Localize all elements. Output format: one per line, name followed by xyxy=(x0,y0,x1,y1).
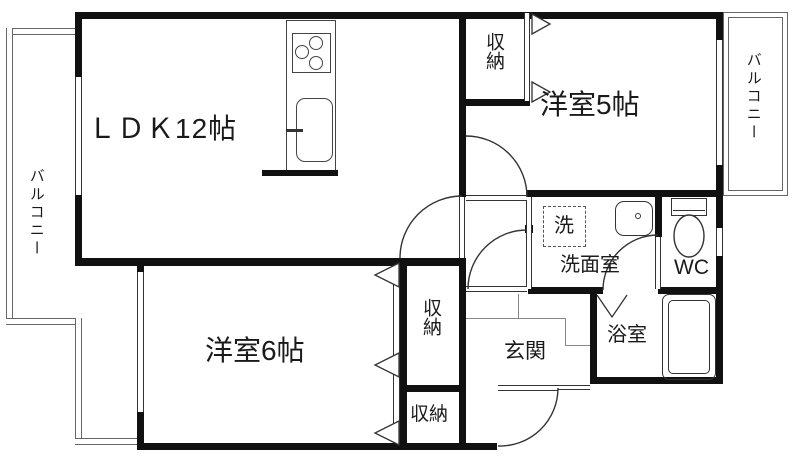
room-label-bathroom: 浴室 xyxy=(607,324,647,346)
wall-bath-west xyxy=(590,294,597,383)
door-arc-entrance-hall xyxy=(467,229,528,290)
wall-east-upper xyxy=(716,12,723,40)
stove-burner-3 xyxy=(309,56,323,70)
entrance-step-line-4 xyxy=(518,294,519,318)
closet-mid-front xyxy=(393,266,400,443)
wall-closet-top-bottom xyxy=(459,99,530,106)
closet-top-front xyxy=(524,13,530,101)
door-leaf-ldk xyxy=(459,197,465,258)
room-label-bedroom5: 洋室5帖 xyxy=(540,89,640,120)
room-label-closet-bottom: 収納 xyxy=(410,404,449,425)
bathtub-inner xyxy=(668,300,710,374)
folding-door-mark-bath xyxy=(596,294,628,319)
wall-washroom-wc xyxy=(655,197,662,237)
wall-ldk-west-upper xyxy=(75,12,82,77)
toilet-tank-line xyxy=(673,210,705,211)
bathtub xyxy=(662,294,716,380)
wall-bottom xyxy=(137,443,497,450)
wall-top xyxy=(75,12,723,19)
room-label-closet-top: 収納 xyxy=(482,32,504,70)
window-bed5-east xyxy=(716,40,723,165)
room-label-washer: 洗 xyxy=(554,215,574,237)
door-arc-ldk xyxy=(399,195,463,259)
washer-slot xyxy=(543,206,586,247)
door-leaf-washroom xyxy=(655,237,661,289)
balcony-right-inner-outline xyxy=(728,17,783,191)
wall-wc-bottom xyxy=(658,287,722,294)
wall-east-middle xyxy=(716,165,723,228)
room-label-washroom: 洗面室 xyxy=(560,254,620,276)
wall-bed6-west-upper xyxy=(137,258,144,272)
room-label-balcony-left: バルコニー xyxy=(27,168,45,258)
room-label-balcony-right: バルコニー xyxy=(744,52,762,142)
wall-ldk-bottom xyxy=(75,258,466,266)
kitchen-faucet xyxy=(286,129,303,132)
door-leaf-bed5 xyxy=(466,195,527,201)
wall-center-lower xyxy=(459,258,466,450)
wall-east-lower xyxy=(716,256,723,384)
window-bed6-west xyxy=(137,272,144,412)
stove xyxy=(292,33,331,73)
door-arc-front-door xyxy=(497,387,559,447)
room-label-ldk: ＬＤＫ12帖 xyxy=(88,113,238,144)
wall-washroom-bottom xyxy=(528,287,603,294)
wall-bath-bottom xyxy=(590,377,723,384)
window-ldk-west xyxy=(75,77,82,195)
entrance-step-line-3 xyxy=(565,345,590,346)
wall-closet-west xyxy=(400,262,407,450)
wall-bed6-west-lower xyxy=(137,412,144,450)
door-leaf-entrance-hall xyxy=(466,286,527,292)
wall-washroom-top xyxy=(526,190,723,197)
balcony-left-step-edge xyxy=(6,318,82,325)
balcony-left-bottom-edge xyxy=(75,438,144,445)
balcony-left-top-edge xyxy=(6,28,76,35)
stove-burner-1 xyxy=(295,45,309,59)
door-leaf-front-door xyxy=(498,385,558,391)
toilet-tank xyxy=(671,198,707,216)
balcony-left-west-edge xyxy=(6,28,13,325)
room-label-entrance: 玄関 xyxy=(504,340,546,363)
toilet-bowl xyxy=(673,214,705,258)
kitchen-base-wall xyxy=(262,170,338,176)
partition-hall-washroom xyxy=(526,197,532,289)
entrance-step-line-1 xyxy=(466,318,565,319)
wall-ldk-west-lower xyxy=(75,195,82,263)
balcony-left-lower-edge xyxy=(75,318,82,445)
door-arc-bed5 xyxy=(465,135,528,198)
window-wc-east xyxy=(716,228,723,256)
stove-burner-2 xyxy=(309,36,323,50)
wall-entrance-side xyxy=(558,385,590,390)
room-label-closet-middle: 収納 xyxy=(419,298,441,336)
washbasin xyxy=(615,201,653,236)
room-label-wc: WC xyxy=(674,256,709,279)
entrance-step-line-2 xyxy=(565,318,566,346)
room-label-bedroom6: 洋室6帖 xyxy=(205,335,305,366)
balcony-right-outline xyxy=(723,12,788,196)
wall-closet-divider xyxy=(400,385,466,392)
washbasin-tap xyxy=(635,213,641,219)
